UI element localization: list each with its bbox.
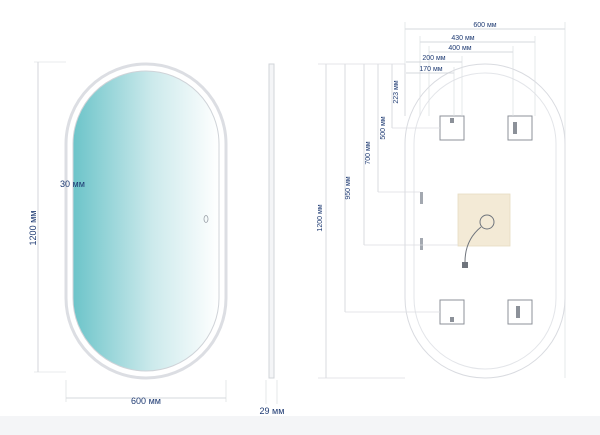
border-label: 30 мм	[60, 179, 85, 189]
height-950-label: 950 мм	[345, 176, 352, 199]
height-label: 1200 мм	[28, 211, 38, 246]
bottom-strip	[0, 416, 600, 435]
touch-sensor-icon	[203, 215, 209, 223]
back-view: 600 мм 430 мм 400 мм 200 мм 170 мм 223 м…	[317, 22, 566, 379]
height-223-label: 223 мм	[393, 80, 400, 103]
width-430-label: 430 мм	[451, 35, 474, 42]
height-1200-label: 1200 мм	[317, 204, 324, 231]
height-500-label: 500 мм	[380, 116, 387, 139]
mounting-bracket-icon	[507, 115, 533, 141]
depth-label: 29 мм	[260, 406, 285, 416]
mirror-side-profile	[268, 63, 275, 379]
total-width-label: 600 мм	[473, 22, 496, 29]
width-label: 600 мм	[131, 396, 161, 406]
width-170-label: 170 мм	[419, 66, 442, 73]
front-view: 1200 мм 600 мм 30 мм	[28, 61, 228, 406]
mounting-slot	[420, 192, 423, 204]
power-panel	[457, 193, 511, 247]
width-400-label: 400 мм	[448, 45, 471, 52]
power-cable-icon	[462, 214, 495, 268]
mounting-bracket-icon	[439, 115, 465, 141]
width-200-label: 200 мм	[422, 55, 445, 62]
mounting-slot	[420, 238, 423, 250]
back-inner-outline	[413, 72, 557, 370]
mounting-bracket-icon	[439, 299, 465, 325]
height-700-label: 700 мм	[365, 141, 372, 164]
dimension-drawing: 1200 мм 600 мм 30 мм 29 мм	[28, 22, 566, 416]
side-view: 29 мм	[260, 63, 285, 416]
mounting-bracket-icon	[507, 299, 533, 325]
mirror-glass	[72, 70, 220, 372]
vertical-dimensions	[318, 63, 458, 379]
horizontal-dimensions	[404, 22, 566, 378]
